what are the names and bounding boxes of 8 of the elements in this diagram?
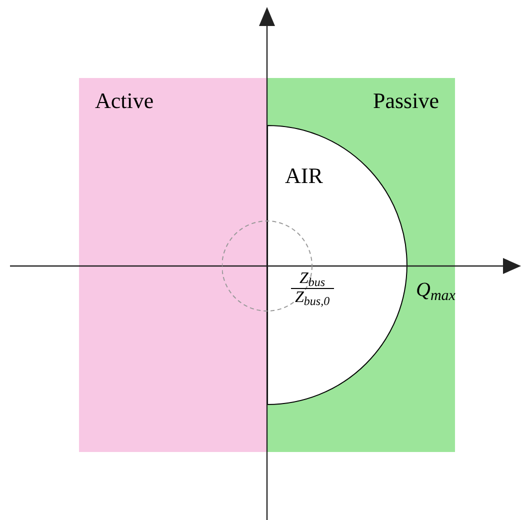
passive-region (267, 78, 455, 452)
fraction-numerator: Z$_{bus}$ (298, 270, 326, 288)
region-label: AIR (285, 163, 323, 189)
active-region (79, 78, 267, 452)
axis-label: Q$_{max}$ (416, 278, 456, 302)
region-label: Active (95, 88, 154, 114)
region-label: Passive (373, 88, 439, 114)
fraction-denominator: Z$_{bus,0}$ (294, 289, 331, 307)
